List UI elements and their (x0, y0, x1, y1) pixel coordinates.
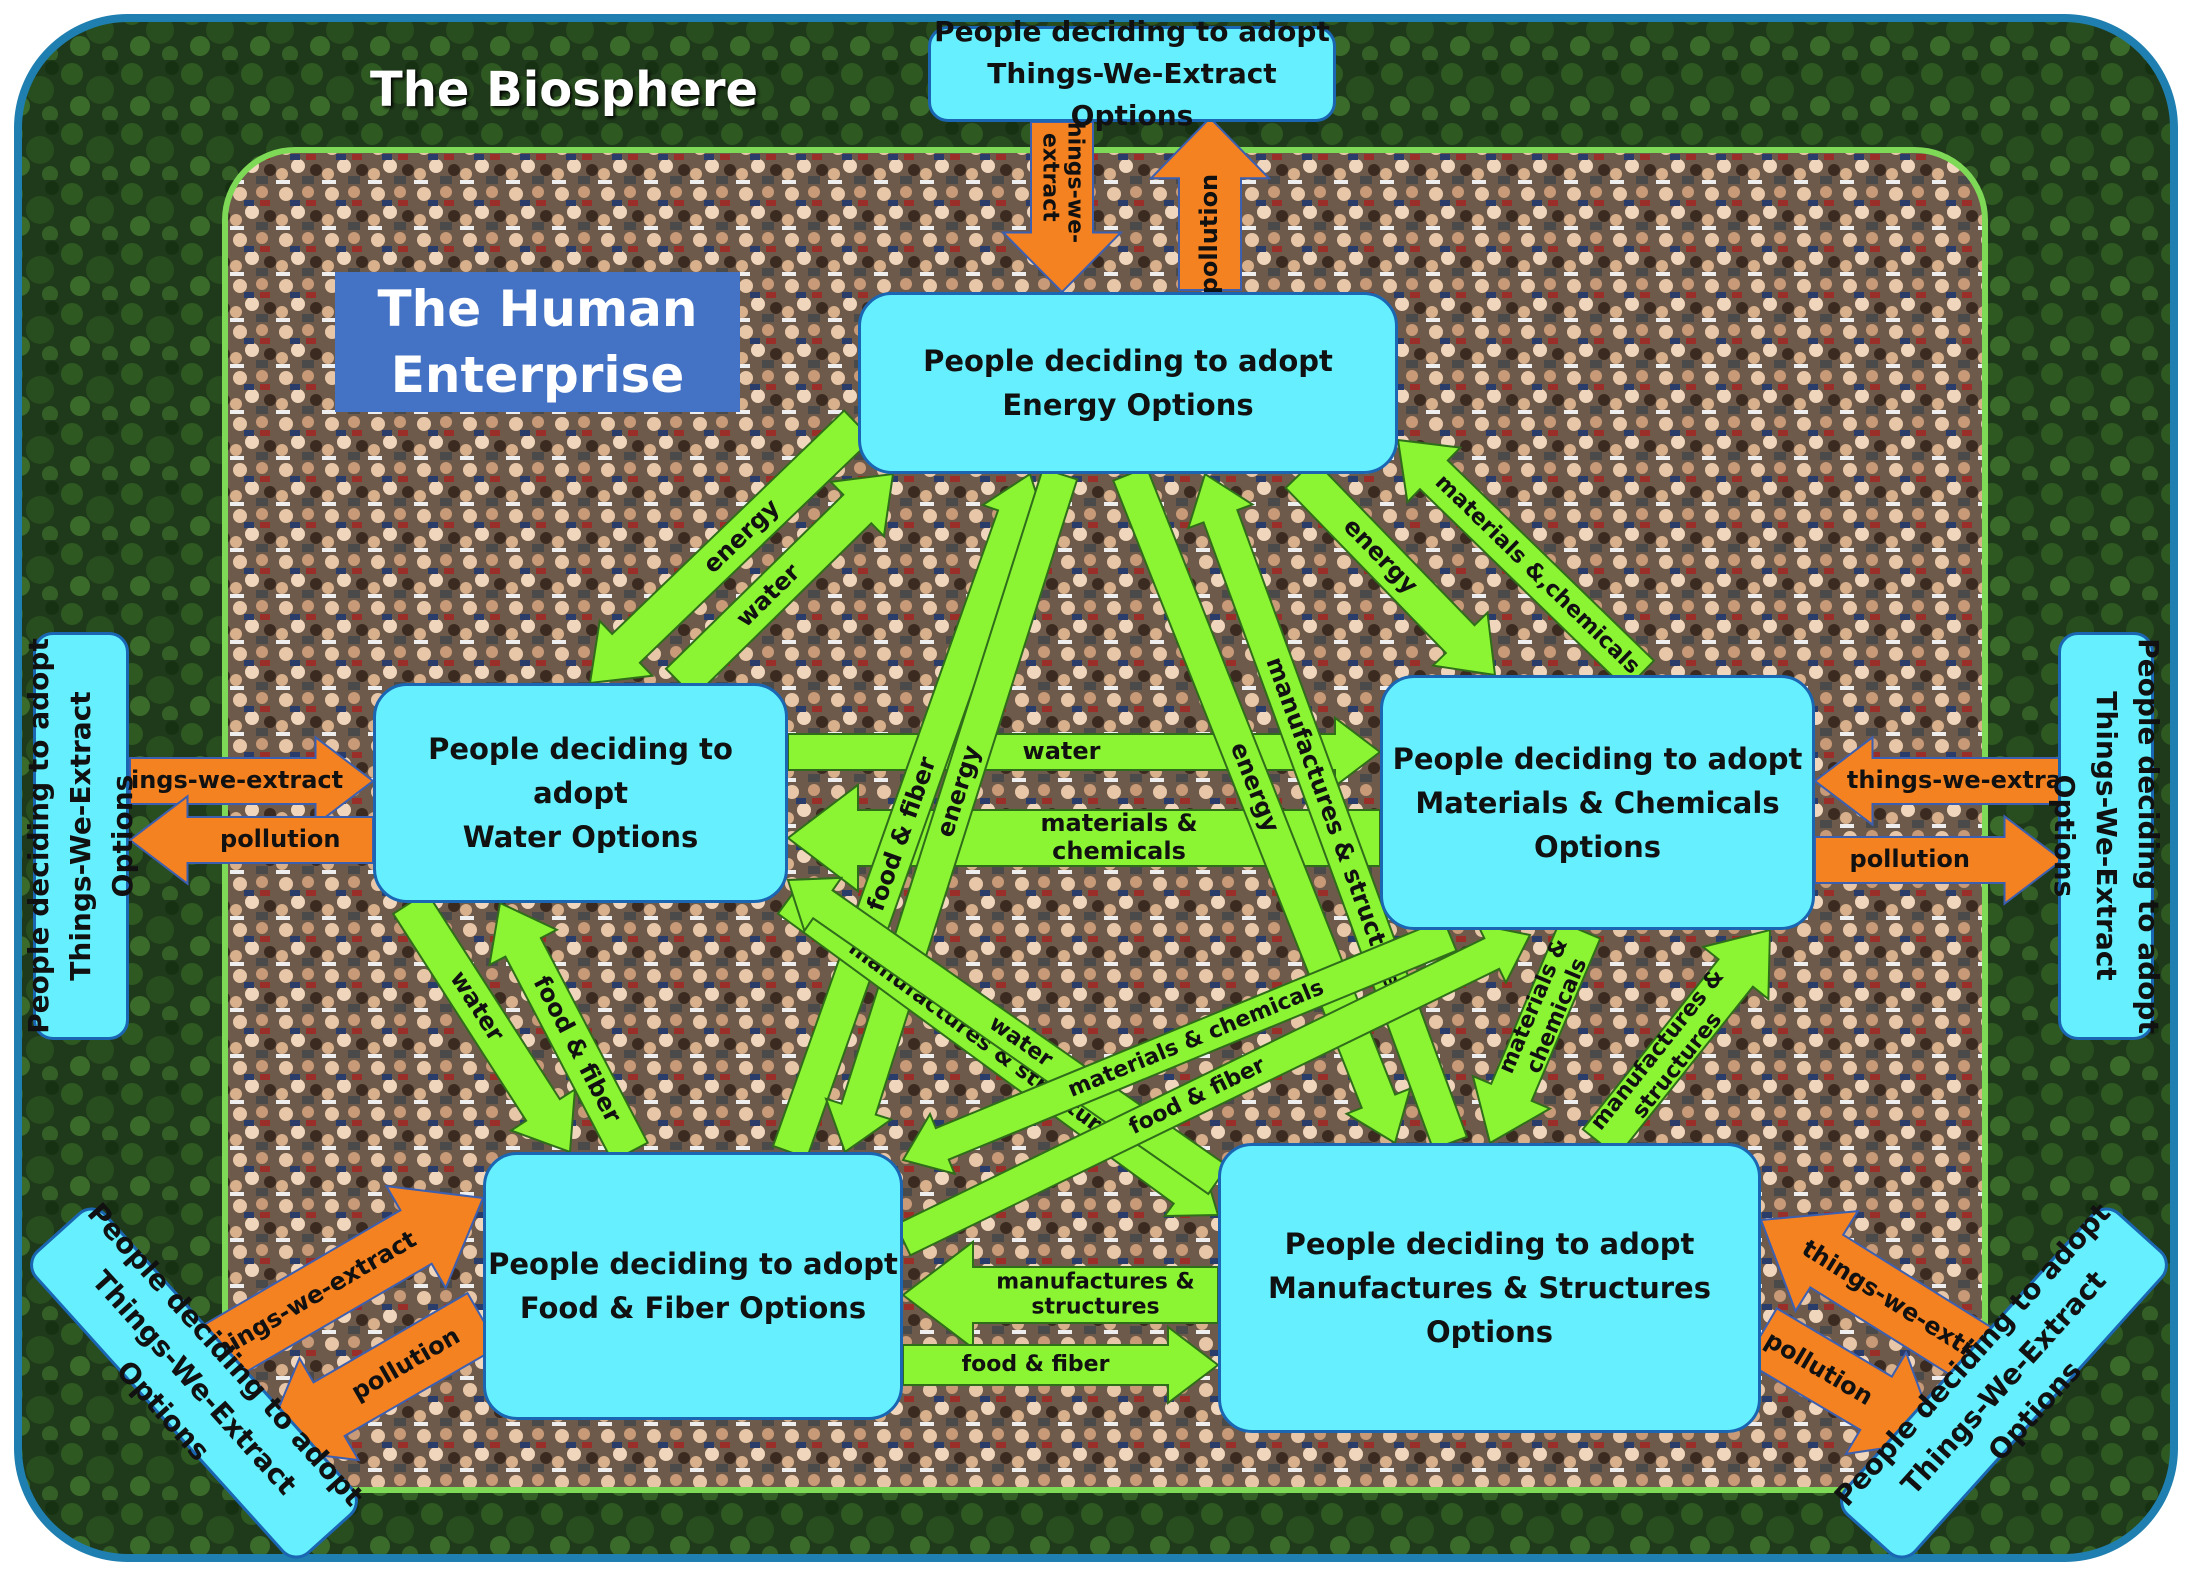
enterprise-title: The Human Enterprise (335, 272, 740, 412)
manufactures-options-line3: Options (1425, 1315, 1554, 1349)
arrow-food-to-manufactures-label: food & fiber (962, 1352, 1110, 1377)
energy-options-line2: Energy Options (1002, 388, 1254, 422)
arrow-bottom-left-pollution: pollution (260, 1291, 500, 1462)
arrow-bottom-left-things-we-extract-shape (188, 1184, 485, 1389)
arrow-manufactures-to-materials-shape (1581, 928, 1772, 1159)
arrow-food-to-materials-shape (894, 923, 1532, 1257)
arrow-top-pollution: pollution (1148, 116, 1272, 294)
extract-box-left-line2: Things-We-Extract Options (64, 691, 139, 981)
manufactures-options-line1: People deciding to adopt (1284, 1227, 1695, 1261)
arrow-right-pollution: pollution (1814, 814, 2064, 906)
arrow-right-things-we-extract-label: things-we-extract (1847, 766, 2088, 794)
manufactures-options-line2: Manufactures & Structures (1268, 1271, 1711, 1305)
arrow-top-pollution-label: pollution (1195, 174, 1223, 294)
arrow-manufactures-to-food: manufactures &structures (901, 1239, 1219, 1351)
arrow-materials-to-food-shape (901, 917, 1458, 1176)
arrow-top-things-we-extract: things-we-extract (1000, 111, 1124, 294)
arrow-materials-to-water-label: chemicals (1052, 837, 1186, 865)
water-options-line1: People deciding to adopt (428, 732, 733, 810)
arrow-energy-to-water-shape (588, 409, 874, 685)
materials-options-line1: People deciding to adopt (1392, 741, 1803, 776)
enterprise-title-line1: The Human (377, 280, 698, 338)
arrow-manufactures-to-food-shape (901, 1239, 1219, 1351)
arrow-left-things-we-extract-label: things-we-extract (102, 766, 343, 794)
arrow-left-things-we-extract: things-we-extract (102, 735, 375, 827)
arrow-bottom-right-things-we-extract-shape (1759, 1209, 2003, 1388)
arrow-top-things-we-extract-label: extract (1037, 133, 1062, 222)
arrow-energy-to-materials-shape (1284, 458, 1497, 677)
arrow-left-pollution-label: pollution (220, 825, 340, 853)
arrow-top-things-we-extract-shape (1000, 121, 1124, 294)
arrow-water-to-energy-shape (664, 472, 895, 699)
extract-box-left: People deciding to adopt Things-We-Extra… (22, 632, 139, 1040)
food-options-box: People deciding to adopt Food & Fiber Op… (483, 1152, 903, 1420)
energy-options-box: People deciding to adopt Energy Options (858, 292, 1398, 474)
materials-options-line2: Materials & Chemicals (1415, 785, 1780, 820)
energy-options-line1: People deciding to adopt (923, 344, 1333, 378)
enterprise-title-line2: Enterprise (390, 346, 685, 404)
arrow-right-pollution-label: pollution (1850, 845, 1970, 873)
arrow-food-to-manufactures: food & fiber (902, 1324, 1220, 1406)
arrow-top-pollution-shape (1148, 116, 1272, 291)
extract-box-top-line2: Things-We-Extract Options (987, 57, 1277, 132)
extract-box-right-line1: People deciding to adopt (2132, 638, 2165, 1034)
arrow-materials-to-water-label: materials & (1040, 809, 1197, 837)
arrow-right-things-we-extract-shape (1813, 735, 2063, 827)
arrow-water-to-materials-label: water (1023, 737, 1101, 765)
extract-box-right-line2: Things-We-Extract Options (2048, 691, 2123, 981)
arrow-materials-to-manufactures-shape (1471, 920, 1602, 1145)
arrow-food-to-water-shape (488, 901, 650, 1163)
extract-box-right: People deciding to adopt Things-We-Extra… (2048, 632, 2165, 1040)
arrow-bottom-left-pollution-shape (260, 1291, 500, 1462)
manufactures-options-box: People deciding to adopt Manufactures & … (1218, 1143, 1761, 1433)
arrow-right-pollution-shape (1814, 814, 2064, 906)
materials-options-line3: Options (1533, 829, 1662, 864)
arrow-food-to-manufactures-shape (902, 1324, 1220, 1406)
arrow-manufactures-to-food-label: structures (1031, 1295, 1159, 1320)
food-options-line2: Food & Fiber Options (519, 1291, 867, 1325)
arrow-materials-to-energy-shape (1396, 438, 1656, 691)
extract-box-top-line1: People deciding to adopt (934, 15, 1330, 48)
materials-options-box: People deciding to adopt Materials & Che… (1380, 675, 1815, 930)
arrow-top-things-we-extract-label: things-we- (1063, 111, 1088, 243)
water-options-line2: Water Options (462, 820, 699, 854)
food-options-line1: People deciding to adopt (488, 1247, 898, 1281)
extract-box-top: People deciding to adopt Things-We-Extra… (928, 15, 1336, 132)
arrow-manufactures-to-food-label: manufactures & (996, 1269, 1194, 1294)
arrow-left-pollution-shape (128, 794, 374, 886)
arrow-right-things-we-extract: things-we-extract (1813, 735, 2088, 827)
water-options-box: People deciding to adopt Water Options (373, 683, 788, 903)
arrow-left-things-we-extract-shape (129, 735, 375, 827)
arrow-left-pollution: pollution (128, 794, 374, 886)
arrow-water-to-food-shape (391, 890, 577, 1154)
biosphere-title: The Biosphere (370, 62, 759, 118)
extract-box-left-line1: People deciding to adopt (22, 638, 55, 1034)
